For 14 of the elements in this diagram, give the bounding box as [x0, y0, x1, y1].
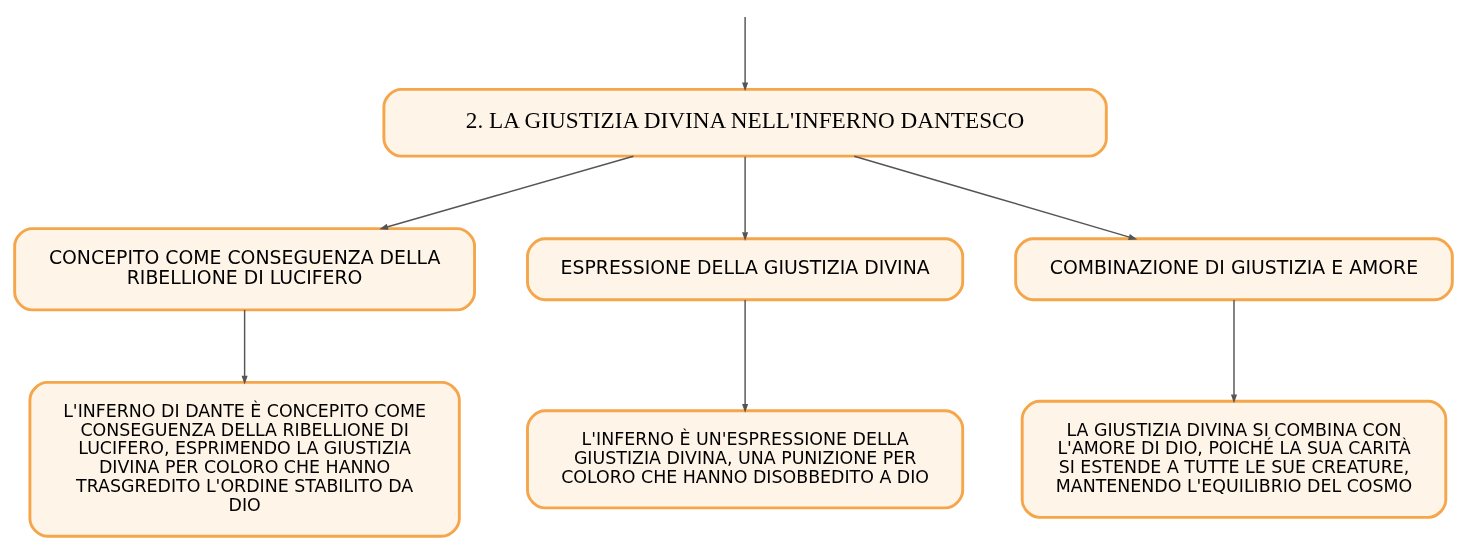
arrow — [379, 155, 635, 230]
node-box: LA GIUSTIZIA DIVINA SI COMBINA CON L'AMORE DI DIO, POICHÉ LA SUA CARITÀ SI ESTENDE A TUTTE LE SUE CREATURE, MANTENENDO L'EQUILIBRIO DEL COSMO — [1020, 399, 1448, 519]
node-box: 2. LA GIUSTIZIA DIVINA NELL'INFERNO DANTESCO — [382, 87, 1108, 158]
node-box: COMBINAZIONE DI GIUSTIZIA E AMORE — [1014, 237, 1454, 302]
node-box: CONCEPITO COME CONSEGUENZA DELLA RIBELLIONE DI LUCIFERO — [13, 227, 476, 312]
node-box: ESPRESSIONE DELLA GIUSTIZIA DIVINA — [526, 237, 965, 302]
arrow — [853, 155, 1138, 240]
arrow — [241, 309, 248, 385]
arrow — [1230, 299, 1238, 404]
arrow — [742, 156, 749, 241]
node-box: L'INFERNO DI DANTE È CONCEPITO COME CONSEGUENZA DELLA RIBELLIONE DI LUCIFERO, ESPRIMENDO LA GIUSTIZIA DIVINA PER COLORO CHE HANNO TRASGREDITO L'ORDINE STABILITO DA DIO — [28, 380, 461, 538]
node-box: L'INFERNO È UN'ESPRESSIONE DELLA GIUSTIZIA DIVINA, UNA PUNIZIONE PER COLORO CHE HANNO DISOBBEDITO A DIO — [526, 409, 965, 510]
arrow — [742, 299, 749, 413]
arrow — [742, 16, 749, 92]
